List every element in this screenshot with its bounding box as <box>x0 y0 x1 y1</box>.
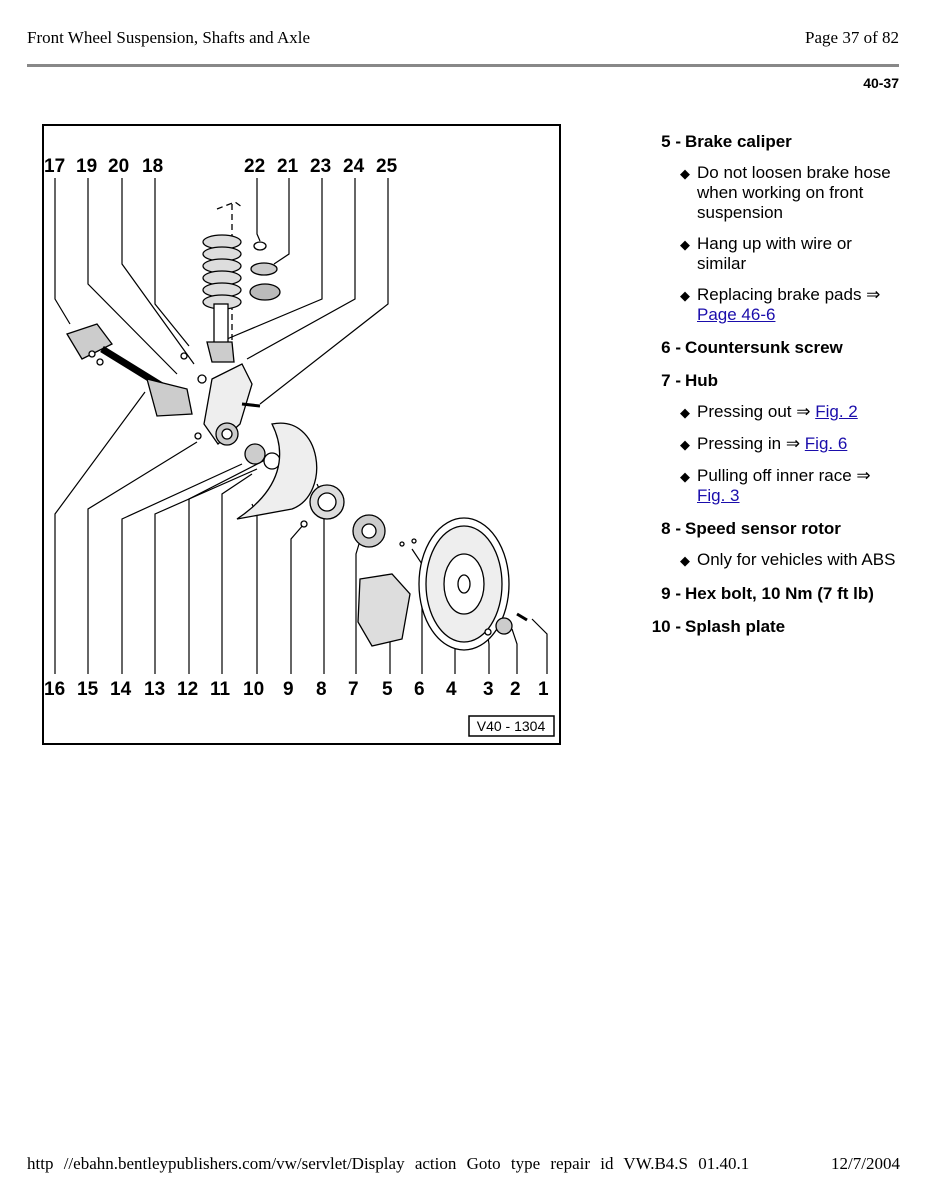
diamond-bullet-icon: ◆ <box>680 288 690 303</box>
bullet-text: Pressing out ⇒ <box>697 402 811 421</box>
legend-bullet: ◆ Pressing out ⇒ Fig. 2 <box>680 402 910 423</box>
legend-bullet: ◆ Pressing in ⇒ Fig. 6 <box>680 434 910 455</box>
diamond-bullet-icon: ◆ <box>680 237 690 252</box>
figure-id-box <box>468 715 555 737</box>
footer-url: http //ebahn.bentleypublishers.com/vw/se… <box>27 1154 750 1173</box>
header-divider <box>27 64 899 67</box>
diamond-bullet-icon: ◆ <box>680 553 690 568</box>
callout-19: 19 <box>76 156 97 177</box>
bullet-text: Hang up with wire or similar <box>697 234 852 273</box>
callout-20: 20 <box>108 156 129 177</box>
legend-item-number: 10 - <box>651 617 681 636</box>
diamond-bullet-icon: ◆ <box>680 437 690 452</box>
legend-item-number: 8 - <box>661 519 681 538</box>
callout-9: 9 <box>283 679 294 700</box>
legend-item-label: Countersunk screw <box>685 338 843 357</box>
callout-24: 24 <box>343 156 365 177</box>
diamond-bullet-icon: ◆ <box>680 405 690 420</box>
legend-item-9: 9 - Hex bolt, 10 Nm (7 ft lb) <box>640 584 910 604</box>
diamond-bullet-icon: ◆ <box>680 469 690 484</box>
callout-13: 13 <box>144 679 165 700</box>
legend-item-label: Brake caliper <box>685 132 792 151</box>
legend-item-label: Hub <box>685 371 719 390</box>
callout-15: 15 <box>77 679 99 700</box>
legend-item-label: Hex bolt, 10 Nm (7 ft lb) <box>685 584 874 603</box>
legend-item-number: 7 - <box>661 371 681 390</box>
legend-item-7: 7 - Hub <box>640 371 910 391</box>
legend-bullet: ◆ Pulling off inner race ⇒ Fig. 3 <box>680 466 910 506</box>
page-indicator: Page 37 of 82 <box>805 28 899 47</box>
bullet-text: Only for vehicles with ABS <box>697 550 896 569</box>
legend-item-label: Splash plate <box>685 617 786 636</box>
callout-6: 6 <box>414 679 425 700</box>
legend-item-label: Speed sensor rotor <box>685 519 841 538</box>
diamond-bullet-icon: ◆ <box>680 166 690 181</box>
callout-7: 7 <box>348 679 359 700</box>
bullet-text: Do not loosen brake hose when working on… <box>697 163 891 222</box>
bullet-text: Pressing in ⇒ <box>697 434 801 453</box>
callout-18: 18 <box>142 156 163 177</box>
link-fig-3[interactable]: Fig. 3 <box>697 486 740 505</box>
legend-bullet: ◆ Replacing brake pads ⇒ Page 46-6 <box>680 285 910 325</box>
callout-11: 11 <box>210 679 231 700</box>
footer-date: 12/7/2004 <box>831 1154 900 1173</box>
legend-item-number: 6 - <box>661 338 681 357</box>
callout-5: 5 <box>382 679 393 700</box>
callout-12: 12 <box>177 679 198 700</box>
link-fig-2[interactable]: Fig. 2 <box>815 402 858 421</box>
parts-sketch <box>66 201 528 651</box>
legend-item-8: 8 - Speed sensor rotor <box>640 519 910 539</box>
callout-17: 17 <box>44 156 65 177</box>
legend-item-5: 5 - Brake caliper <box>640 132 910 152</box>
callout-16: 16 <box>44 679 65 700</box>
legend-bullet: ◆ Hang up with wire or similar <box>680 234 910 274</box>
callout-10: 10 <box>243 679 264 700</box>
callout-22: 22 <box>244 156 265 177</box>
bullet-text: Replacing brake pads ⇒ <box>697 285 881 304</box>
legend-item-number: 5 - <box>661 132 681 151</box>
callout-8: 8 <box>316 679 327 700</box>
legend-bullet: ◆ Only for vehicles with ABS <box>680 550 910 571</box>
callout-2: 2 <box>510 679 521 700</box>
callout-1: 1 <box>538 679 549 700</box>
callout-3: 3 <box>483 679 494 700</box>
bullet-text: Pulling off inner race ⇒ <box>697 466 871 485</box>
section-code: 40-37 <box>863 75 899 91</box>
document-title: Front Wheel Suspension, Shafts and Axle <box>27 28 310 47</box>
callout-14: 14 <box>110 679 132 700</box>
link-fig-6[interactable]: Fig. 6 <box>804 434 848 453</box>
parts-legend: 5 - Brake caliper ◆ Do not loosen brake … <box>640 132 910 650</box>
legend-bullet: ◆ Do not loosen brake hose when working … <box>680 163 910 223</box>
link-page-46-6[interactable]: Page 46-6 <box>697 305 776 324</box>
callout-4: 4 <box>446 679 457 700</box>
legend-item-number: 9 - <box>661 584 681 603</box>
legend-item-6: 6 - Countersunk screw <box>640 338 910 358</box>
callout-21: 21 <box>277 156 299 177</box>
exploded-view-diagram: 17 19 20 18 22 21 23 24 25 16 15 14 13 1… <box>42 124 561 745</box>
legend-item-10: 10 - Splash plate <box>640 617 910 637</box>
figure-id: V40 - 1304 <box>477 718 546 734</box>
callout-25: 25 <box>376 156 398 177</box>
callout-23: 23 <box>310 156 331 177</box>
